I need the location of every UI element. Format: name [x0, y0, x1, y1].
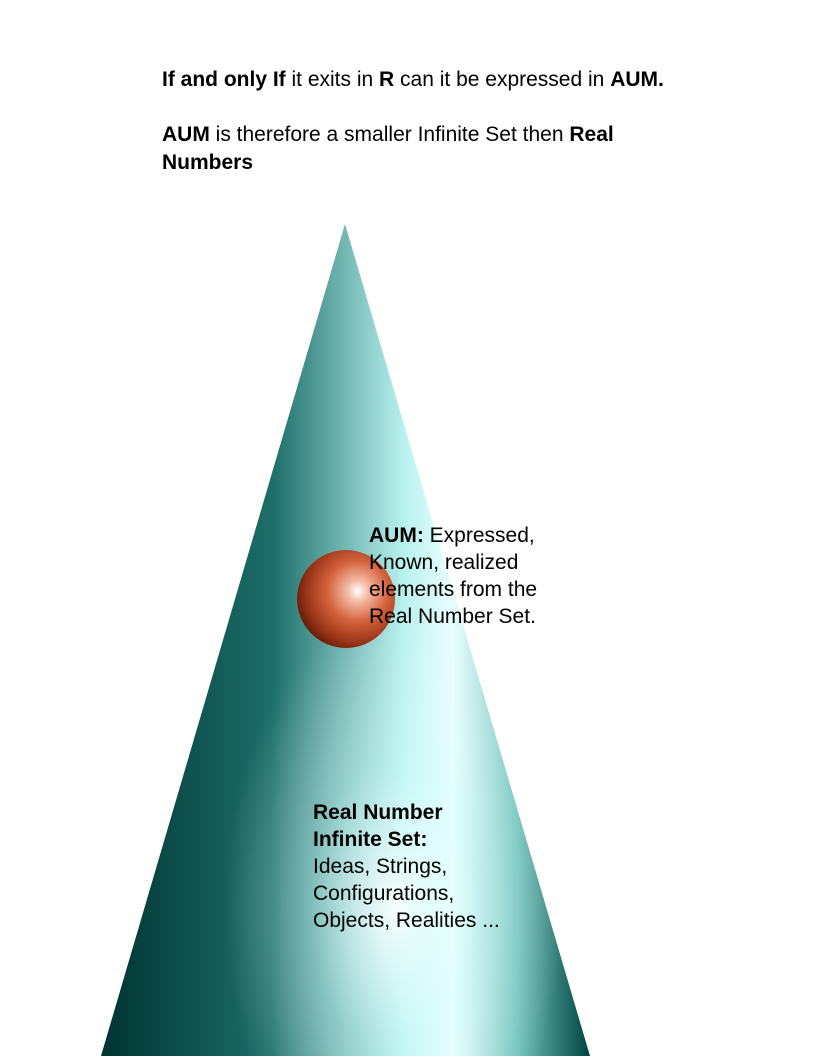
aum-sphere: [297, 550, 395, 648]
header-line-2: AUM is therefore a smaller Infinite Set …: [162, 123, 614, 174]
aum-label: AUM: Expressed, Known, realized elements…: [369, 524, 538, 628]
header-line-1: If and only If it exits in R can it be e…: [162, 68, 664, 91]
real-number-label: Real Number Infinite Set:Ideas, Strings,…: [313, 801, 500, 932]
header-text: If and only If it exits in R can it be e…: [162, 66, 702, 204]
